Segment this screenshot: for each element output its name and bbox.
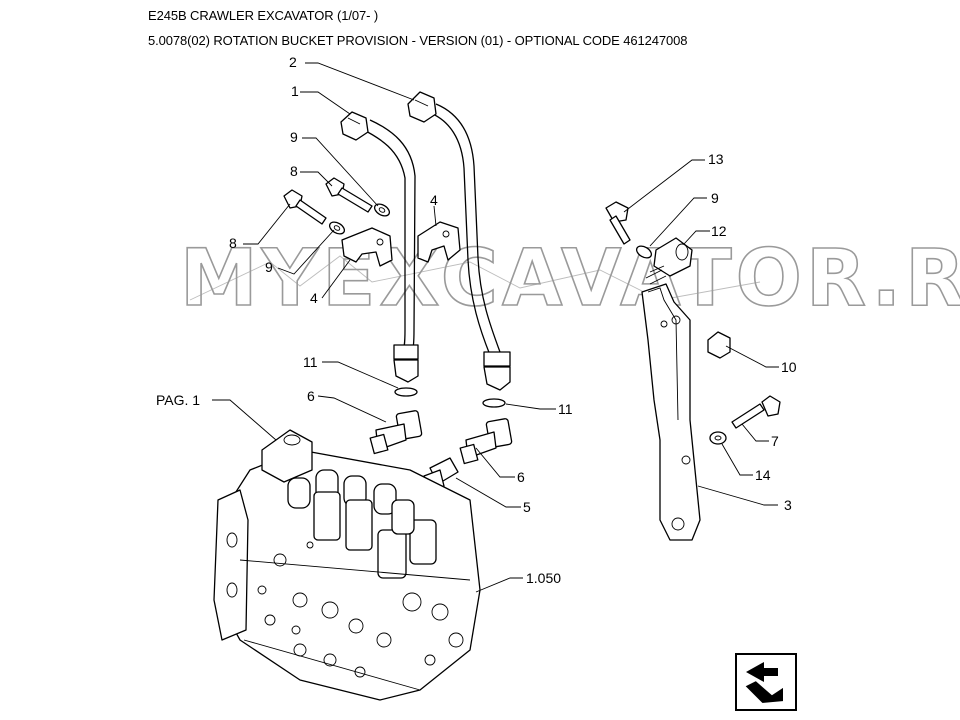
o-ring-11-left[interactable] <box>394 387 418 397</box>
bolt-8-lower[interactable] <box>283 189 327 225</box>
callout-9-lower: 9 <box>265 259 273 275</box>
callout-11-left: 11 <box>303 354 318 370</box>
callouts: 2 1 9 8 8 4 9 4 13 9 12 11 11 6 6 5 10 7… <box>156 54 797 586</box>
pipe-1[interactable] <box>340 111 419 383</box>
callout-4-right: 4 <box>430 192 438 208</box>
o-ring-11-right[interactable] <box>482 398 506 408</box>
bolt-8-upper[interactable] <box>325 177 373 213</box>
clamp-4-right[interactable] <box>417 221 461 263</box>
callout-9-right: 9 <box>711 190 719 206</box>
callout-1-050[interactable]: 1.050 <box>526 570 561 586</box>
callout-6-left: 6 <box>307 388 315 404</box>
watermark: MYEXCAVATOR.RU <box>179 233 960 325</box>
elbow-fitting-6-left[interactable] <box>369 410 423 455</box>
callout-7: 7 <box>771 433 779 449</box>
bolt-7[interactable] <box>731 395 781 429</box>
clip-12[interactable] <box>645 237 693 285</box>
clamp-4-left[interactable] <box>341 227 393 267</box>
washer-9-right[interactable] <box>635 244 654 261</box>
nut-10[interactable] <box>707 331 731 359</box>
washer-14[interactable] <box>709 431 727 445</box>
watermark-text: MYEXCAVATOR.RU <box>180 234 960 324</box>
callout-12: 12 <box>711 223 727 239</box>
callout-11-right: 11 <box>558 401 573 417</box>
callout-6-right: 6 <box>517 469 525 485</box>
callout-3: 3 <box>784 497 792 513</box>
page-subtitle: 5.0078(02) ROTATION BUCKET PROVISION - V… <box>148 33 688 48</box>
callout-4-left: 4 <box>310 290 318 306</box>
callout-14: 14 <box>755 467 771 483</box>
elbow-fitting-6-right[interactable] <box>459 418 513 465</box>
callout-8-lower: 8 <box>229 235 237 251</box>
leader-lines <box>212 62 779 593</box>
callout-10: 10 <box>781 359 797 375</box>
callout-9-upper: 9 <box>290 129 298 145</box>
control-valve-1050[interactable] <box>213 429 481 701</box>
next-page-arrow-icon <box>742 662 785 706</box>
callout-8-upper: 8 <box>290 163 298 179</box>
page-title: E245B CRAWLER EXCAVATOR (1/07- ) <box>148 8 379 23</box>
callout-13: 13 <box>708 151 724 167</box>
pipe-2[interactable] <box>407 91 511 391</box>
callout-pag-1[interactable]: PAG. 1 <box>156 392 200 408</box>
bracket-3[interactable] <box>641 283 701 541</box>
callout-1: 1 <box>291 83 299 99</box>
callout-5: 5 <box>523 499 531 515</box>
callout-2: 2 <box>289 54 297 70</box>
bolt-13[interactable] <box>605 201 631 245</box>
next-page-button[interactable] <box>735 653 797 711</box>
washer-9-upper[interactable] <box>373 202 392 219</box>
